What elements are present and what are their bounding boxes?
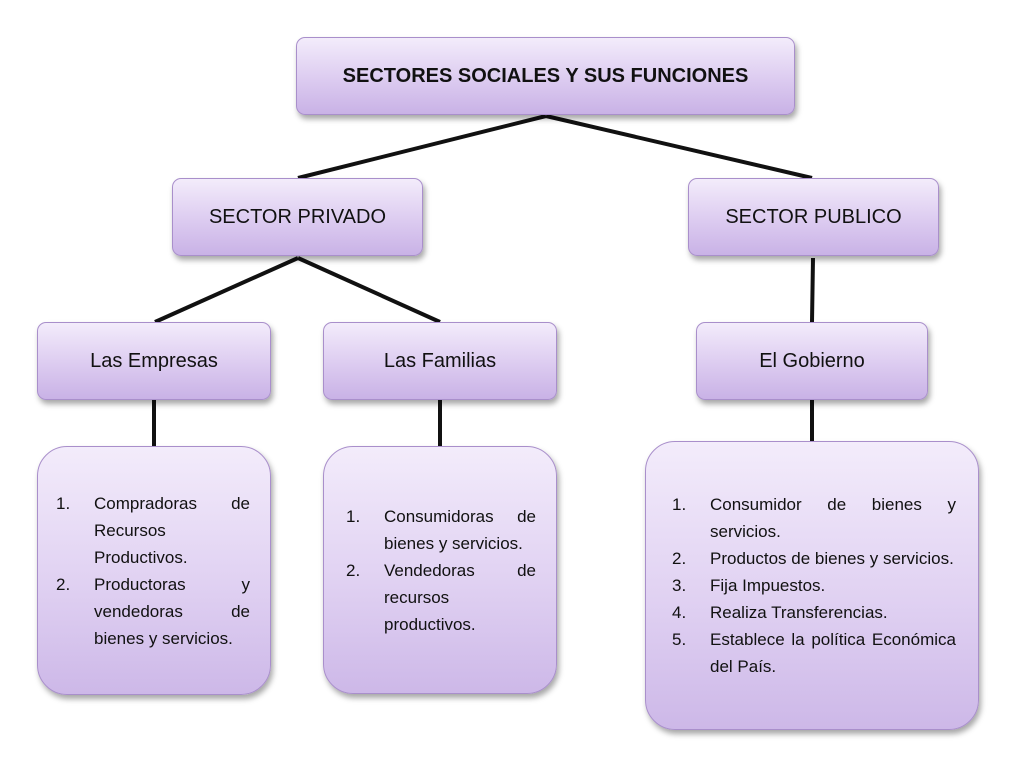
list-number: 5. [672, 630, 687, 649]
list-number: 2. [56, 574, 71, 594]
list-number: 1. [672, 495, 687, 514]
list-item-text: Realiza Transferencias. [710, 603, 888, 622]
list-item-text: Productos de bienes y servicios. [710, 549, 954, 568]
list-item: 2. Productos de bienes y servicios. [672, 545, 956, 572]
list-item-text: Consumidor de bienes y servicios. [710, 495, 956, 541]
connector-publico-gobierno [810, 257, 815, 323]
list-number: 3. [672, 576, 687, 595]
gobierno-functions-box: 1. Consumidor de bienes y servicios. 2. Pr… [645, 441, 979, 730]
list-item-text: Fija Impuestos. [710, 576, 826, 595]
list-item: 2. Vendedoras de recursos productivos. [346, 557, 536, 638]
list-number: 2. [346, 560, 361, 580]
connector-title-publico [545, 114, 813, 180]
list-number: 2. [672, 549, 687, 568]
list-item: 3. Fija Impuestos. [672, 572, 956, 599]
list-number: 1. [56, 493, 71, 513]
list-item: 1. Consumidor de bienes y servicios. [672, 491, 956, 545]
list-item-text: Establece la política Económica del País… [710, 630, 956, 676]
diagram-title: SECTORES SOCIALES Y SUS FUNCIONES [296, 37, 795, 115]
empresas-functions-list: 1. Compradoras de Recursos Productivos. 2… [56, 490, 250, 652]
list-item: 4. Realiza Transferencias. [672, 599, 956, 626]
sector-privado-node: SECTOR PRIVADO [172, 178, 423, 256]
connector-privado-familias [297, 256, 441, 324]
list-item-text: Productoras y vendedoras de bienes y ser… [94, 574, 250, 648]
list-number: 1. [346, 506, 361, 526]
list-item: 1. Compradoras de Recursos Productivos. [56, 490, 250, 571]
connector-privado-empresas [154, 256, 299, 324]
connector-title-privado [297, 114, 547, 180]
list-item: 1. Consumidoras de bienes y servicios. [346, 503, 536, 557]
list-item-text: Vendedoras de recursos productivos. [384, 560, 536, 634]
familias-node: Las Familias [323, 322, 557, 400]
list-item: 5. Establece la política Económica del Pa… [672, 626, 956, 680]
list-item-text: Compradoras de Recursos Productivos. [94, 493, 250, 567]
list-item: 2. Productoras y vendedoras de bienes y s… [56, 571, 250, 652]
familias-functions-list: 1. Consumidoras de bienes y servicios. 2.… [346, 503, 536, 638]
sector-publico-node: SECTOR PUBLICO [688, 178, 939, 256]
empresas-node: Las Empresas [37, 322, 271, 400]
familias-functions-box: 1. Consumidoras de bienes y servicios. 2.… [323, 446, 557, 694]
empresas-functions-box: 1. Compradoras de Recursos Productivos. 2… [37, 446, 271, 695]
list-item-text: Consumidoras de bienes y servicios. [384, 506, 536, 553]
gobierno-functions-list: 1. Consumidor de bienes y servicios. 2. Pr… [672, 491, 956, 680]
gobierno-node: El Gobierno [696, 322, 928, 400]
list-number: 4. [672, 603, 687, 622]
